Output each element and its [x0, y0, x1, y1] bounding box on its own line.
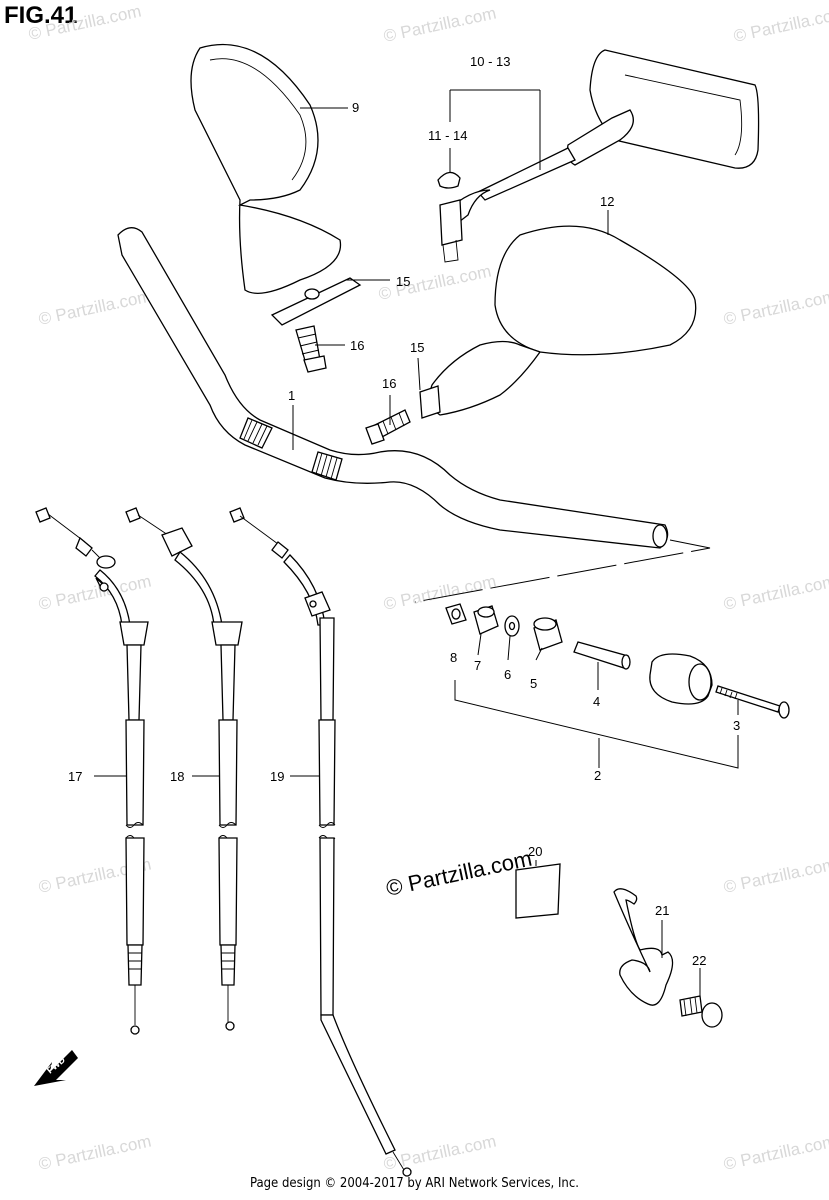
callout-labels: 9 10 - 13 11 - 14 12 15 16 15 16 1 8 7 6… [68, 54, 740, 968]
balancer-weight[interactable] [649, 653, 713, 705]
page-footer: Page design © 2004-2017 by ARI Network S… [250, 1176, 579, 1191]
watermark: © Partzilla.com [382, 1132, 498, 1174]
callout-10-13: 10 - 13 [470, 54, 510, 69]
mirror-left[interactable] [190, 43, 342, 294]
throttle-cable-17[interactable] [35, 507, 149, 1035]
mirror-cap[interactable] [437, 171, 461, 189]
callout-17: 17 [68, 769, 82, 784]
callout-2: 2 [594, 768, 601, 783]
mirror-cover-right[interactable] [429, 225, 697, 416]
watermark: © Partzilla.com [37, 572, 153, 614]
watermark: © Partzilla.com [37, 287, 153, 329]
callout-6: 6 [504, 667, 511, 682]
callout-9: 9 [352, 100, 359, 115]
label-sticker-20[interactable] [515, 863, 561, 919]
handlebar[interactable] [117, 227, 669, 549]
watermark: © Partzilla.com [27, 2, 143, 44]
watermark: © Partzilla.com [382, 4, 498, 46]
callout-15-upper: 15 [396, 274, 410, 289]
callout-5: 5 [530, 676, 537, 691]
grip-knurl-right [311, 451, 343, 481]
callout-4: 4 [593, 694, 600, 709]
fwd-arrow: FWD [34, 1050, 78, 1086]
balancer-screw-3[interactable] [715, 685, 790, 719]
mirror-base-left[interactable] [270, 277, 362, 326]
watermark: © Partzilla.com [377, 262, 493, 304]
balancer-washer-6[interactable] [504, 615, 520, 637]
balancer-rubber-5[interactable] [533, 617, 563, 651]
watermark-layer: © Partzilla.com © Partzilla.com © Partzi… [27, 2, 829, 1174]
clamp-21[interactable] [613, 888, 674, 1006]
balancer-collar-4[interactable] [573, 641, 631, 670]
callout-16-lower: 16 [382, 376, 396, 391]
watermark: © Partzilla.com [382, 572, 498, 614]
bolt-left[interactable] [295, 325, 327, 373]
callout-22: 22 [692, 953, 706, 968]
callout-8: 8 [450, 650, 457, 665]
watermark: © Partzilla.com [37, 1132, 153, 1174]
watermark: © Partzilla.com [722, 1132, 829, 1174]
bolt-22[interactable] [679, 995, 723, 1028]
callout-19: 19 [270, 769, 284, 784]
mirror-right[interactable] [439, 49, 760, 263]
callout-20: 20 [528, 844, 542, 859]
watermark: © Partzilla.com [722, 287, 829, 329]
callout-21: 21 [655, 903, 669, 918]
watermark: © Partzilla.com [722, 855, 829, 897]
bolt-right[interactable] [365, 409, 411, 445]
balancer-weight-nut[interactable] [445, 603, 467, 625]
callout-16-upper: 16 [350, 338, 364, 353]
callout-18: 18 [170, 769, 184, 784]
callout-1: 1 [288, 388, 295, 403]
callout-11-14: 11 - 14 [428, 128, 468, 143]
clutch-cable-19[interactable] [229, 507, 412, 1177]
balancer-spacer-7[interactable] [473, 605, 499, 635]
watermark: © Partzilla.com [732, 4, 829, 46]
callout-15-lower: 15 [410, 340, 424, 355]
copyright-stamp: © Partzilla.com [384, 846, 534, 901]
watermark: © Partzilla.com [722, 572, 829, 614]
callout-7: 7 [474, 658, 481, 673]
callout-3: 3 [733, 718, 740, 733]
throttle-cable-18[interactable] [125, 507, 243, 1031]
callout-12: 12 [600, 194, 614, 209]
mirror-base-right[interactable] [419, 385, 441, 419]
figure-title: FIG.41 [4, 2, 78, 29]
leader-lines [94, 89, 739, 996]
